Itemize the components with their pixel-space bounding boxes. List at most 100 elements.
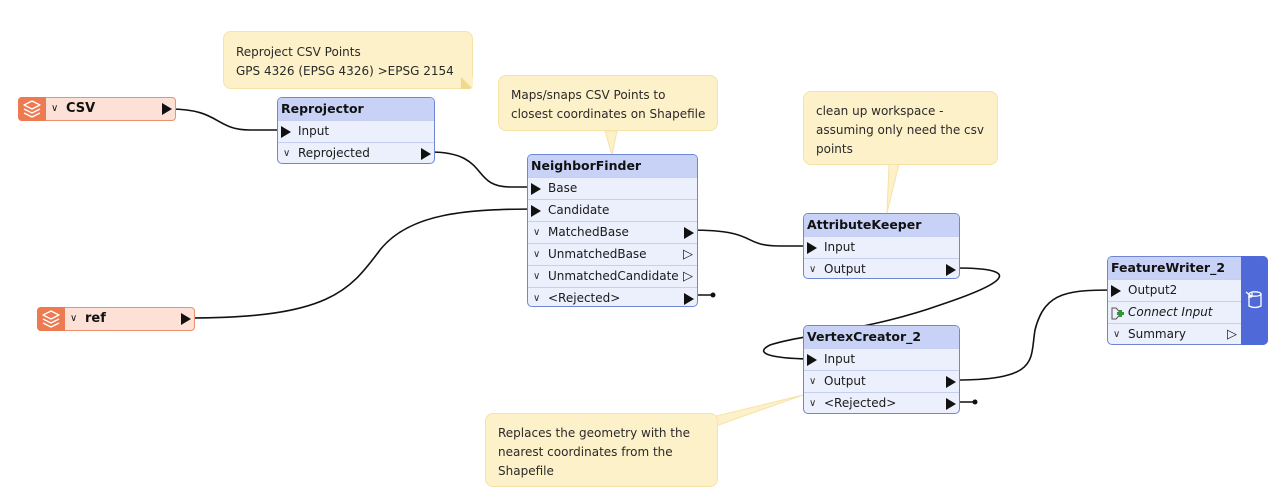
reader-ref[interactable]: ∨ ref bbox=[37, 307, 195, 331]
annotation-line: closest coordinates on Shapefile bbox=[511, 107, 706, 121]
input-port-icon bbox=[531, 205, 541, 217]
transformer-title: VertexCreator_2 bbox=[804, 326, 959, 348]
unconnected-output-port-icon[interactable]: ▷ bbox=[683, 269, 693, 284]
annotation-line: Reproject CSV Points bbox=[236, 45, 361, 59]
connect-input-port[interactable]: Connect Input bbox=[1108, 301, 1241, 323]
output-port[interactable]: ∨ <Rejected> bbox=[804, 392, 959, 414]
port-label: MatchedBase bbox=[548, 225, 629, 239]
output-port-icon[interactable] bbox=[421, 148, 431, 160]
chevron-down-icon[interactable]: ∨ bbox=[533, 271, 541, 282]
port-label: Reprojected bbox=[298, 146, 370, 160]
layers-icon bbox=[37, 307, 65, 331]
transformer-attributekeeper[interactable]: AttributeKeeper Input ∨ Output bbox=[803, 213, 960, 279]
output-port-icon[interactable] bbox=[162, 103, 172, 115]
output-port-icon[interactable] bbox=[684, 293, 694, 305]
wire-csv-to-reprojector[interactable] bbox=[169, 108, 290, 131]
input-port[interactable]: Candidate bbox=[528, 199, 697, 221]
input-port[interactable]: Base bbox=[528, 177, 697, 199]
port-label: UnmatchedBase bbox=[548, 247, 647, 261]
output-port-icon[interactable] bbox=[946, 376, 956, 388]
port-label: Output bbox=[824, 262, 866, 276]
output-port[interactable]: ∨ Output bbox=[804, 370, 959, 392]
annotation-line: nearest coordinates from the bbox=[498, 445, 673, 459]
annotation-line: points bbox=[816, 142, 853, 156]
transformer-reprojector[interactable]: Reprojector Input ∨ Reprojected bbox=[277, 97, 435, 164]
annotation-line: GPS 4326 (EPSG 4326) >EPSG 2154 bbox=[236, 64, 454, 78]
input-port[interactable]: Input bbox=[804, 348, 959, 370]
output-port-icon[interactable] bbox=[946, 398, 956, 410]
input-port-icon bbox=[807, 242, 817, 254]
input-port-icon bbox=[807, 354, 817, 366]
chevron-down-icon[interactable]: ∨ bbox=[283, 148, 291, 159]
reader-label: ref bbox=[85, 311, 106, 326]
output-port[interactable]: ∨ UnmatchedCandidate ▷ bbox=[528, 265, 697, 287]
chevron-down-icon[interactable]: ∨ bbox=[533, 249, 541, 260]
input-port-icon bbox=[531, 183, 541, 195]
wire-reprojector-to-neighborfinder[interactable] bbox=[429, 151, 540, 188]
transformer-title: NeighborFinder bbox=[528, 155, 697, 177]
chevron-down-icon[interactable]: ∨ bbox=[533, 227, 541, 238]
port-label: Connect Input bbox=[1128, 305, 1213, 319]
chevron-down-icon[interactable]: ∨ bbox=[51, 103, 59, 114]
annotation-line: clean up workspace - bbox=[816, 104, 944, 118]
output-port[interactable]: ∨ <Rejected> bbox=[528, 287, 697, 309]
rejected-endpoint bbox=[710, 292, 716, 298]
note-fold-corner bbox=[461, 77, 473, 89]
note-tail-keeper bbox=[886, 163, 900, 214]
port-label: UnmatchedCandidate bbox=[548, 269, 679, 283]
output-port-icon[interactable] bbox=[684, 227, 694, 239]
writer-side-panel[interactable] bbox=[1241, 256, 1268, 345]
reader-csv[interactable]: ∨ CSV bbox=[18, 97, 176, 121]
output-port[interactable]: ∨ Reprojected bbox=[278, 142, 434, 164]
port-label: <Rejected> bbox=[548, 291, 621, 305]
port-label: Summary bbox=[1128, 327, 1186, 341]
annotation-neighborfinder[interactable]: Maps/snaps CSV Points to closest coordin… bbox=[498, 75, 718, 131]
database-write-icon bbox=[1245, 291, 1262, 309]
annotation-line: Maps/snaps CSV Points to bbox=[511, 88, 666, 102]
port-label: <Rejected> bbox=[824, 396, 897, 410]
output-port-icon[interactable] bbox=[181, 313, 191, 325]
output-port[interactable]: ∨ Output bbox=[804, 258, 959, 280]
transformer-neighborfinder[interactable]: NeighborFinder Base Candidate ∨ MatchedB… bbox=[527, 154, 698, 307]
annotation-line: Shapefile bbox=[498, 464, 554, 478]
reader-label: CSV bbox=[66, 101, 96, 116]
layers-icon bbox=[18, 97, 46, 121]
writer-featurewriter[interactable]: FeatureWriter_2 Output2 Connect Input ∨ … bbox=[1107, 256, 1268, 345]
output-port[interactable]: ∨ UnmatchedBase ▷ bbox=[528, 243, 697, 265]
port-label: Output bbox=[824, 374, 866, 388]
port-label: Base bbox=[548, 181, 578, 195]
unconnected-output-port-icon[interactable]: ▷ bbox=[1227, 327, 1237, 342]
input-port[interactable]: Input bbox=[278, 120, 434, 142]
unconnected-output-port-icon[interactable]: ▷ bbox=[683, 247, 693, 262]
chevron-down-icon[interactable]: ∨ bbox=[70, 313, 78, 324]
port-label: Input bbox=[824, 240, 856, 254]
transformer-title: AttributeKeeper bbox=[804, 214, 959, 236]
output-port[interactable]: ∨ Summary ▷ bbox=[1108, 323, 1241, 345]
chevron-down-icon[interactable]: ∨ bbox=[533, 293, 541, 304]
annotation-vertexcreator[interactable]: Replaces the geometry with the nearest c… bbox=[485, 413, 718, 487]
input-port[interactable]: Input bbox=[804, 236, 959, 258]
port-label: Candidate bbox=[548, 203, 610, 217]
input-port-icon bbox=[281, 126, 291, 138]
output-port[interactable]: ∨ MatchedBase bbox=[528, 221, 697, 243]
add-connection-icon bbox=[1111, 306, 1125, 320]
annotation-attributekeeper[interactable]: clean up workspace - assuming only need … bbox=[803, 91, 998, 165]
chevron-down-icon[interactable]: ∨ bbox=[809, 264, 817, 275]
annotation-line: Replaces the geometry with the bbox=[498, 426, 690, 440]
annotation-reproject[interactable]: Reproject CSV Points GPS 4326 (EPSG 4326… bbox=[223, 31, 473, 89]
wire-vertexcreator-to-featurewriter[interactable] bbox=[954, 289, 1121, 381]
input-port-icon bbox=[1111, 285, 1121, 297]
input-port[interactable]: Output2 bbox=[1108, 279, 1241, 301]
chevron-down-icon[interactable]: ∨ bbox=[1113, 329, 1121, 340]
note-tail-neighbor bbox=[604, 130, 618, 156]
wire-ref-to-neighborfinder[interactable] bbox=[189, 208, 541, 319]
transformer-vertexcreator[interactable]: VertexCreator_2 Input ∨ Output ∨ <Reject… bbox=[803, 325, 960, 414]
annotation-line: assuming only need the csv bbox=[816, 123, 984, 137]
transformer-title: Reprojector bbox=[278, 98, 434, 120]
port-label: Output2 bbox=[1128, 283, 1178, 297]
output-port-icon[interactable] bbox=[946, 264, 956, 276]
chevron-down-icon[interactable]: ∨ bbox=[809, 376, 817, 387]
wire-neighborfinder-to-attributekeeper[interactable] bbox=[689, 229, 816, 247]
chevron-down-icon[interactable]: ∨ bbox=[809, 398, 817, 409]
writer-title: FeatureWriter_2 bbox=[1108, 257, 1241, 279]
